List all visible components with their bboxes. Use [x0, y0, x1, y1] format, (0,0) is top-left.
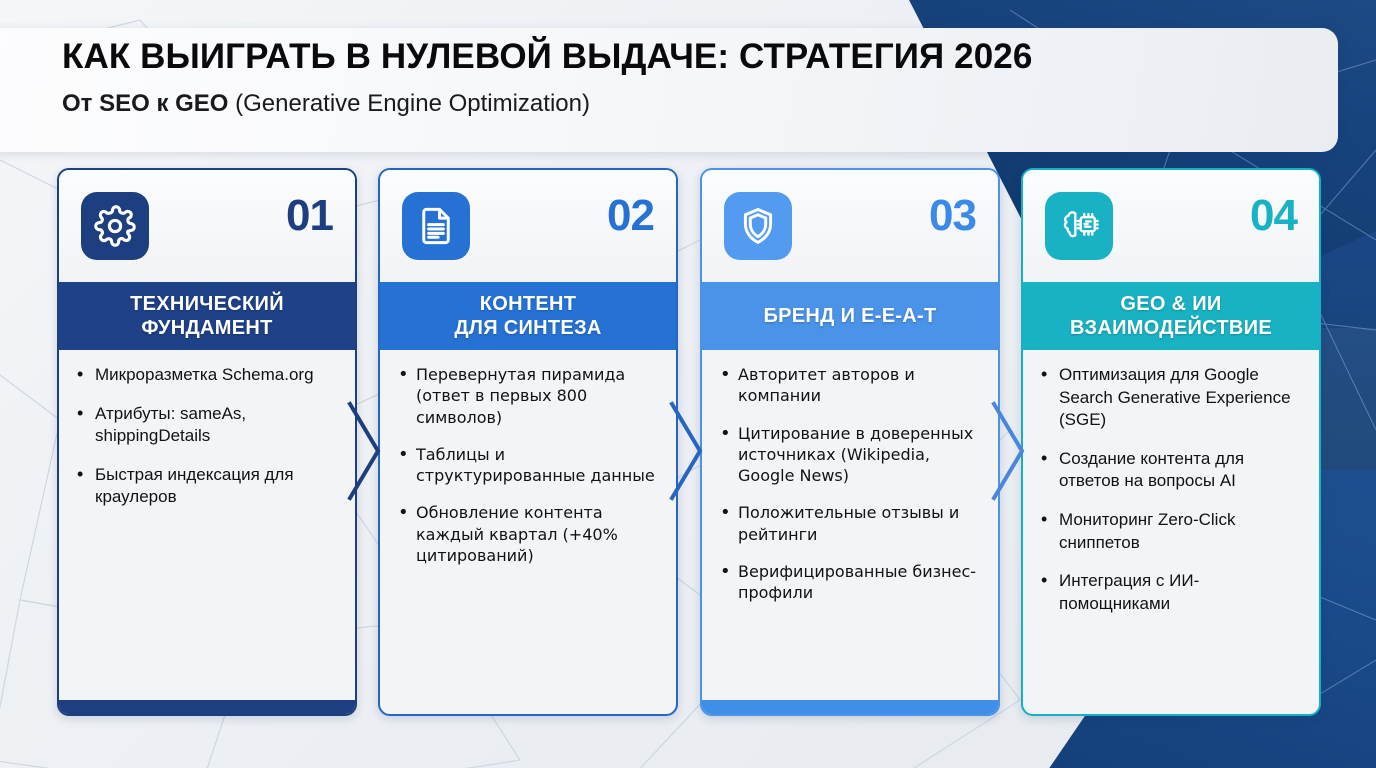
list-item: Перевернутая пирамида (ответ в первых 80… — [394, 363, 664, 428]
card-02-bullet-list: Перевернутая пирамида (ответ в первых 80… — [394, 363, 664, 566]
card-01-title-line2: ФУНДАМЕНТ — [141, 317, 273, 339]
card-01-number: 01 — [286, 191, 334, 240]
list-item: Быстрая индексация для краулеров — [73, 463, 343, 509]
list-item: Создание контента для ответов на вопросы… — [1037, 447, 1307, 493]
card-02-top: 02 — [380, 170, 676, 282]
list-item: Авторитет авторов и компании — [716, 363, 986, 407]
card-01-title-line1: ТЕХНИЧЕСКИЙ — [130, 293, 284, 315]
card-04-title-line1: GEO & ИИ — [1120, 293, 1222, 315]
ai-chip-brain-icon — [1045, 192, 1113, 260]
card-04-number: 04 — [1250, 191, 1298, 240]
list-item: Цитирование в доверенных источниках (Wik… — [716, 422, 986, 487]
chevron-1-to-2-icon — [344, 396, 390, 506]
cards-row: 01 ТЕХНИЧЕСКИЙ ФУНДАМЕНТ Микроразметка S… — [0, 168, 1376, 720]
list-item: Оптимизация для Google Search Generative… — [1037, 363, 1307, 432]
card-01-bullet-list: Микроразметка Schema.org Атрибуты: sameA… — [73, 363, 343, 509]
list-item: Верифицированные бизнес-профили — [716, 560, 986, 604]
card-01-technical-foundation[interactable]: 01 ТЕХНИЧЕСКИЙ ФУНДАМЕНТ Микроразметка S… — [57, 168, 357, 716]
chevron-2-to-3-icon — [666, 396, 712, 506]
subtitle-parenthetical: (Generative Engine Optimization) — [228, 89, 590, 117]
card-03-bullet-list: Авторитет авторов и компании Цитирование… — [716, 363, 986, 604]
card-01-title: ТЕХНИЧЕСКИЙ ФУНДАМЕНТ — [59, 282, 355, 350]
card-03-number: 03 — [929, 191, 977, 240]
card-04-geo-and-ai-interaction[interactable]: 04 GEO & ИИ ВЗАИМОДЕЙСТВИЕ Оптимизация д… — [1021, 168, 1321, 716]
card-02-content-for-synthesis[interactable]: 02 КОНТЕНТ ДЛЯ СИНТЕЗА Перевернутая пира… — [378, 168, 678, 716]
card-03-top: 03 — [702, 170, 998, 282]
card-04-title: GEO & ИИ ВЗАИМОДЕЙСТВИЕ — [1023, 282, 1319, 350]
list-item: Обновление контента каждый квартал (+40%… — [394, 501, 664, 566]
list-item: Таблицы и структурированные данные — [394, 443, 664, 487]
page-title: КАК ВЫИГРАТЬ В НУЛЕВОЙ ВЫДАЧЕ: СТРАТЕГИЯ… — [62, 37, 1033, 76]
subtitle-emphasis: От SEO к GEO — [62, 89, 229, 117]
card-03-body: Авторитет авторов и компании Цитирование… — [702, 350, 998, 700]
list-item: Атрибуты: sameAs, shippingDetails — [73, 402, 343, 448]
card-03-title-line1: БРЕНД И E-E-A-T — [763, 305, 937, 327]
list-item: Положительные отзывы и рейтинги — [716, 501, 986, 545]
card-02-title: КОНТЕНТ ДЛЯ СИНТЕЗА — [380, 282, 676, 350]
card-04-title-line2: ВЗАИМОДЕЙСТВИЕ — [1070, 317, 1272, 339]
card-02-body: Перевернутая пирамида (ответ в первых 80… — [380, 350, 676, 700]
card-01-top: 01 — [59, 170, 355, 282]
card-02-footer-bar — [380, 700, 676, 714]
card-01-body: Микроразметка Schema.org Атрибуты: sameA… — [59, 350, 355, 700]
gear-icon — [81, 192, 149, 260]
card-04-top: 04 — [1023, 170, 1319, 282]
header-panel — [0, 28, 1338, 152]
card-02-number: 02 — [607, 191, 655, 240]
list-item: Микроразметка Schema.org — [73, 363, 343, 387]
card-01-footer-bar — [59, 700, 355, 714]
card-03-footer-bar — [702, 700, 998, 714]
card-04-bullet-list: Оптимизация для Google Search Generative… — [1037, 363, 1307, 615]
card-04-footer-bar — [1023, 700, 1319, 714]
list-item: Мониторинг Zero-Click сниппетов — [1037, 508, 1307, 554]
shield-icon — [724, 192, 792, 260]
card-02-title-line1: КОНТЕНТ — [479, 293, 577, 315]
document-icon — [402, 192, 470, 260]
card-02-title-line2: ДЛЯ СИНТЕЗА — [454, 317, 602, 339]
card-03-title: БРЕНД И E-E-A-T — [702, 282, 998, 350]
card-04-body: Оптимизация для Google Search Generative… — [1023, 350, 1319, 700]
list-item: Интеграция с ИИ-помощниками — [1037, 569, 1307, 615]
header-text-block: КАК ВЫИГРАТЬ В НУЛЕВОЙ ВЫДАЧЕ: СТРАТЕГИЯ… — [62, 37, 1342, 118]
card-03-brand-and-eeat[interactable]: 03 БРЕНД И E-E-A-T Авторитет авторов и к… — [700, 168, 1000, 716]
chevron-3-to-4-icon — [988, 396, 1034, 506]
page-subtitle: От SEO к GEO (Generative Engine Optimiza… — [62, 90, 1342, 118]
